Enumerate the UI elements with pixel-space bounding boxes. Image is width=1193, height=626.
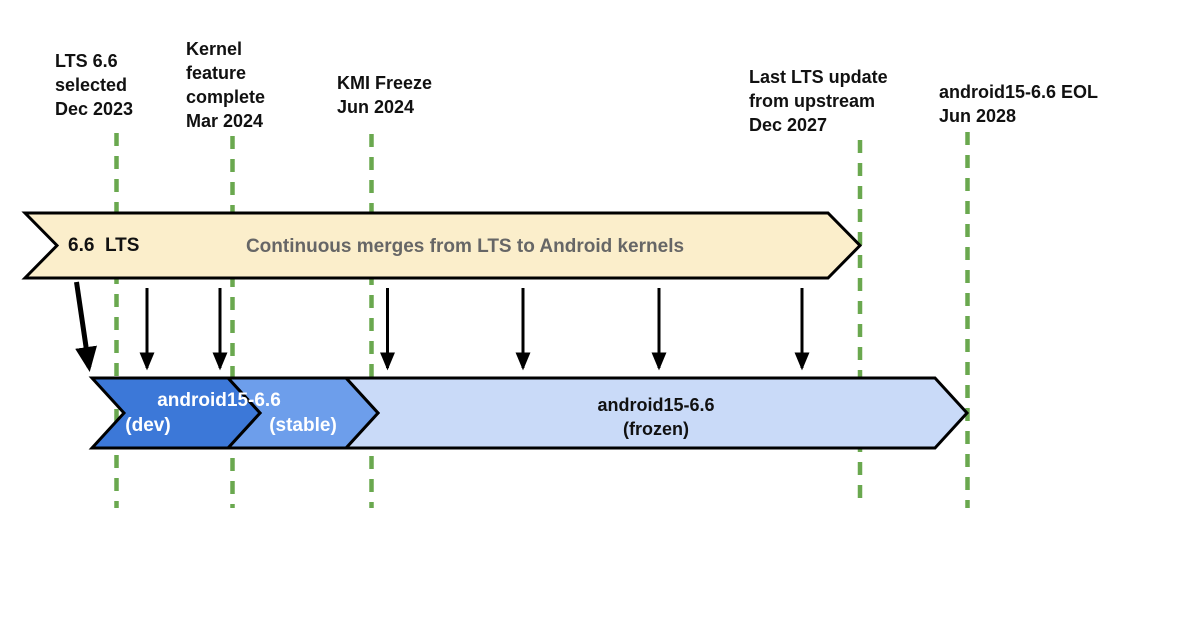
lts-description-label: Continuous merges from LTS to Android ke… bbox=[245, 236, 685, 257]
milestone-line-text: from upstream bbox=[749, 91, 876, 111]
frozen-title-label: android15-6.6 bbox=[597, 395, 715, 415]
merge-arrows bbox=[74, 281, 810, 372]
milestone-line-text: Mar 2024 bbox=[186, 111, 264, 131]
stable-label: (stable) bbox=[269, 415, 337, 436]
milestone-label-kmi-freeze: KMI Freeze Jun 2024 bbox=[337, 71, 432, 119]
milestone-line-text: Kernel bbox=[186, 39, 243, 59]
milestone-label-last-lts-update: Last LTS update from upstream Dec 2027 bbox=[749, 65, 888, 137]
dev-stable-title-label: android15-6.6 bbox=[157, 390, 281, 411]
dev-label: (dev) bbox=[125, 415, 171, 436]
milestone-label-lts-selected: LTS 6.6 selected Dec 2023 bbox=[55, 49, 133, 121]
milestone-line-text: Last LTS update bbox=[749, 67, 888, 87]
lts-version-label: 6.6 LTS bbox=[68, 235, 140, 256]
milestone-label-feature-complete: Kernel feature complete Mar 2024 bbox=[186, 37, 265, 133]
dev-banner-shape bbox=[88, 376, 263, 450]
milestone-line-text: LTS 6.6 bbox=[55, 51, 118, 71]
milestone-line-text: Dec 2023 bbox=[55, 99, 134, 119]
merge-arrow-initial bbox=[74, 281, 97, 372]
milestone-dashed-lines bbox=[114, 132, 970, 508]
milestone-line-text: complete bbox=[186, 87, 266, 107]
frozen-label: (frozen) bbox=[623, 419, 689, 439]
milestone-label-eol: android15-6.6 EOL Jun 2028 bbox=[939, 80, 1098, 128]
milestone-line-text: KMI Freeze bbox=[337, 73, 433, 93]
milestone-line-text: android15-6.6 EOL bbox=[939, 82, 1099, 102]
lts-banner-shape bbox=[21, 211, 863, 280]
milestone-line-text: Jun 2028 bbox=[939, 106, 1017, 126]
milestone-line-text: feature bbox=[186, 63, 247, 83]
milestone-line-text: selected bbox=[55, 75, 128, 95]
milestone-line-text: Jun 2024 bbox=[337, 97, 415, 117]
milestone-line-text: Dec 2027 bbox=[749, 115, 828, 135]
